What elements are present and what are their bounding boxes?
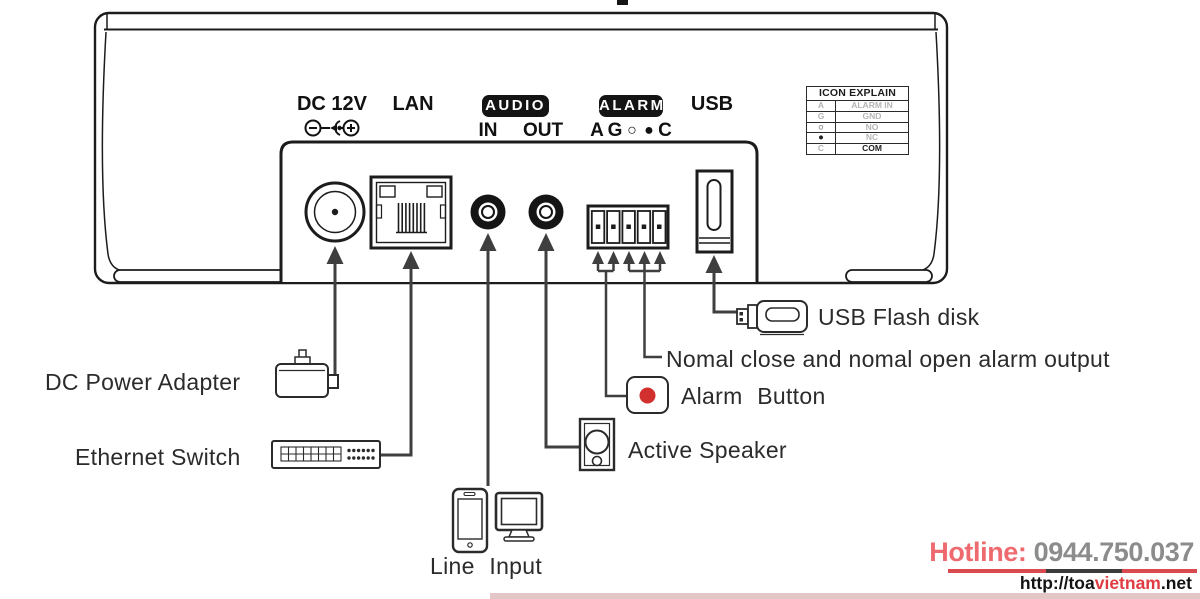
usb-flash-disk-label: USB Flash disk: [818, 304, 980, 330]
audio-out-label: OUT: [523, 120, 564, 141]
icon-explain-row: ○ NO: [807, 122, 908, 134]
line-input-label: Line Input: [430, 553, 543, 579]
icon-explain-row: C COM: [807, 144, 908, 154]
bottom-scan-band: [490, 593, 1200, 599]
alarm-terminal-block-icon: [586, 204, 670, 250]
usb-flash-disk-icon: [736, 300, 808, 336]
icon-explain-table: ICON EXPLAIN A ALARM IN G GND ○ NO ● NC …: [806, 86, 909, 155]
active-speaker-icon: [578, 417, 616, 472]
rj45-port-icon: [369, 175, 453, 250]
monitor-icon: [494, 491, 544, 542]
active-speaker-label: Active Speaker: [628, 437, 787, 463]
nc-circle-icon: ●: [807, 133, 836, 144]
recessed-connector-panel: [279, 140, 759, 282]
icon-explain-row: A ALARM IN: [807, 101, 908, 112]
icon-explain-row: ● NC: [807, 133, 908, 145]
audio-in-label: IN: [478, 120, 498, 141]
top-scan-tick: [617, 0, 628, 5]
usb-port-icon: [695, 169, 734, 254]
alarm-pin-nc-icon: ●: [644, 122, 654, 139]
dc-port-label: DC 12V: [296, 93, 368, 115]
alarm-pin-g-label: G: [607, 120, 623, 141]
alarm-button-icon: [626, 376, 669, 414]
hotline-label: Hotline:: [929, 537, 1027, 567]
hotline-number: 0944.750.037: [1033, 537, 1195, 567]
alarm-pin-c-label: C: [658, 120, 672, 141]
alarm-output-label: Nomal close and nomal open alarm output: [666, 346, 1110, 372]
hotline-text: Hotline: 0944.750.037: [929, 537, 1194, 568]
icon-explain-title: ICON EXPLAIN: [807, 87, 908, 101]
website-url: http://toavietnam.net: [1019, 573, 1192, 593]
ethernet-switch-label: Ethernet Switch: [75, 444, 241, 470]
audio-out-jack-icon: [528, 194, 564, 230]
hotline-underline-dark-segment: [1046, 569, 1122, 573]
power-adapter-icon: [275, 349, 339, 398]
alarm-pin-a-label: A: [590, 120, 604, 141]
callout-arrows: [326, 233, 737, 486]
dc-polarity-icon: [304, 119, 360, 137]
no-circle-icon: ○: [807, 122, 836, 133]
usb-port-label: USB: [690, 93, 734, 115]
lan-port-label: LAN: [392, 93, 434, 115]
phone-icon: [451, 487, 489, 554]
ethernet-switch-icon: [271, 440, 381, 469]
alarm-group-label: ALARM: [599, 95, 663, 117]
dc-jack-icon: [304, 181, 366, 243]
alarm-button-label: Alarm Button: [681, 383, 826, 409]
icon-explain-row: G GND: [807, 111, 908, 123]
dc-power-adapter-label: DC Power Adapter: [45, 369, 241, 395]
audio-in-jack-icon: [470, 194, 506, 230]
audio-group-label: AUDIO: [482, 95, 549, 117]
alarm-pin-no-icon: ○: [627, 122, 637, 139]
